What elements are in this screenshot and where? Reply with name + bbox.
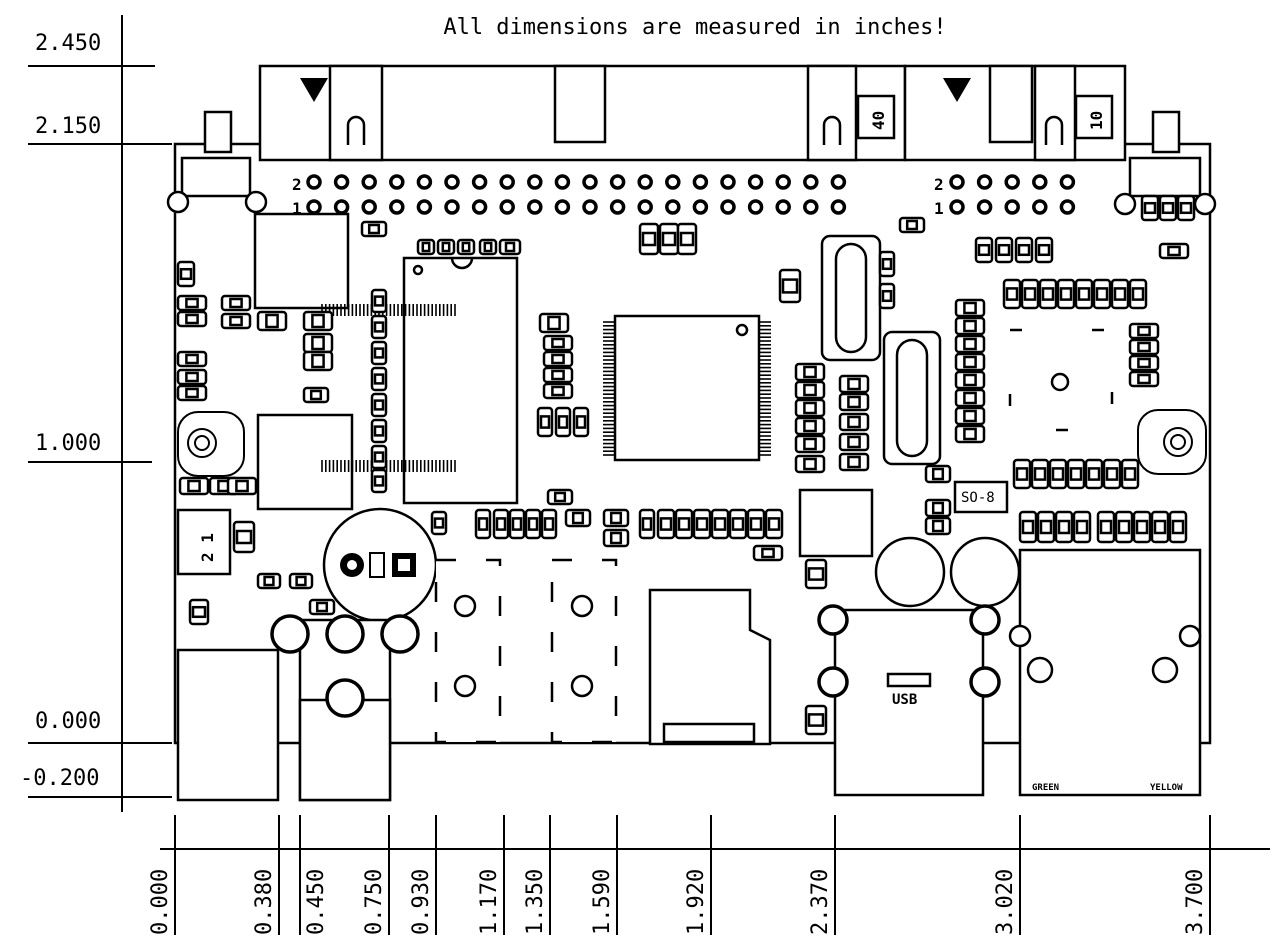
usb-label: USB <box>892 692 917 708</box>
ethernet-connector <box>1008 548 1202 797</box>
mounting-hole-right <box>1137 409 1207 475</box>
mounting-posts <box>166 110 1217 216</box>
jack-holes <box>270 614 420 718</box>
usb-connector <box>833 608 985 797</box>
x-label: 1.590 <box>590 869 615 935</box>
pin-marker: 1 <box>934 199 944 218</box>
electrolytic-capacitors <box>322 507 1021 623</box>
dimension-note: All dimensions are measured in inches! <box>443 15 946 40</box>
microsd-slot <box>648 588 772 746</box>
capacitor-pads <box>340 552 416 578</box>
x-label: 3.020 <box>993 869 1018 935</box>
so8-chip <box>953 480 1009 514</box>
ic-packages <box>253 212 1114 558</box>
pin1-marker-icon <box>943 78 971 102</box>
usb-holes <box>817 604 1001 698</box>
pin-marker: 1 <box>292 199 302 218</box>
connector-pin-count: 10 <box>1087 111 1106 130</box>
x-label: 0.750 <box>362 869 387 935</box>
ide-connector-40pin <box>258 64 907 162</box>
y-label: -0.200 <box>20 766 99 791</box>
x-label: 1.170 <box>477 869 502 935</box>
pin1-marker-icon <box>300 78 328 102</box>
crystals <box>820 234 942 466</box>
chip-label: SO-8 <box>961 490 995 506</box>
y-label: 1.000 <box>35 431 101 456</box>
x-label: 0.450 <box>304 869 329 935</box>
ide-connector-10pin <box>903 64 1127 162</box>
y-label: 2.450 <box>35 31 101 56</box>
y-dimension-rail <box>28 15 172 812</box>
jumper-label: 2 1 <box>198 533 217 562</box>
connector-pin-count: 40 <box>869 111 888 130</box>
jumper-block <box>176 508 232 576</box>
header-pin-row <box>306 174 847 215</box>
x-label: 1.920 <box>684 869 709 935</box>
header-pin-row <box>949 174 1076 215</box>
y-label: 0.000 <box>35 709 101 734</box>
x-label: 0.380 <box>252 869 277 935</box>
led-label: YELLOW <box>1150 783 1183 793</box>
led-label: GREEN <box>1032 783 1059 793</box>
qfp-pins <box>321 304 771 472</box>
x-label: 3.700 <box>1183 869 1208 935</box>
x-label: 1.350 <box>523 869 548 935</box>
mounting-hole-left <box>177 411 245 477</box>
x-label: 0.000 <box>148 869 173 935</box>
x-dimension-rail <box>160 815 1270 935</box>
x-label: 0.930 <box>409 869 434 935</box>
y-label: 2.150 <box>35 114 101 139</box>
pin-marker: 2 <box>292 175 302 194</box>
x-label: 2.370 <box>808 869 833 935</box>
pin-marker: 2 <box>934 175 944 194</box>
passive-components <box>176 194 1196 736</box>
